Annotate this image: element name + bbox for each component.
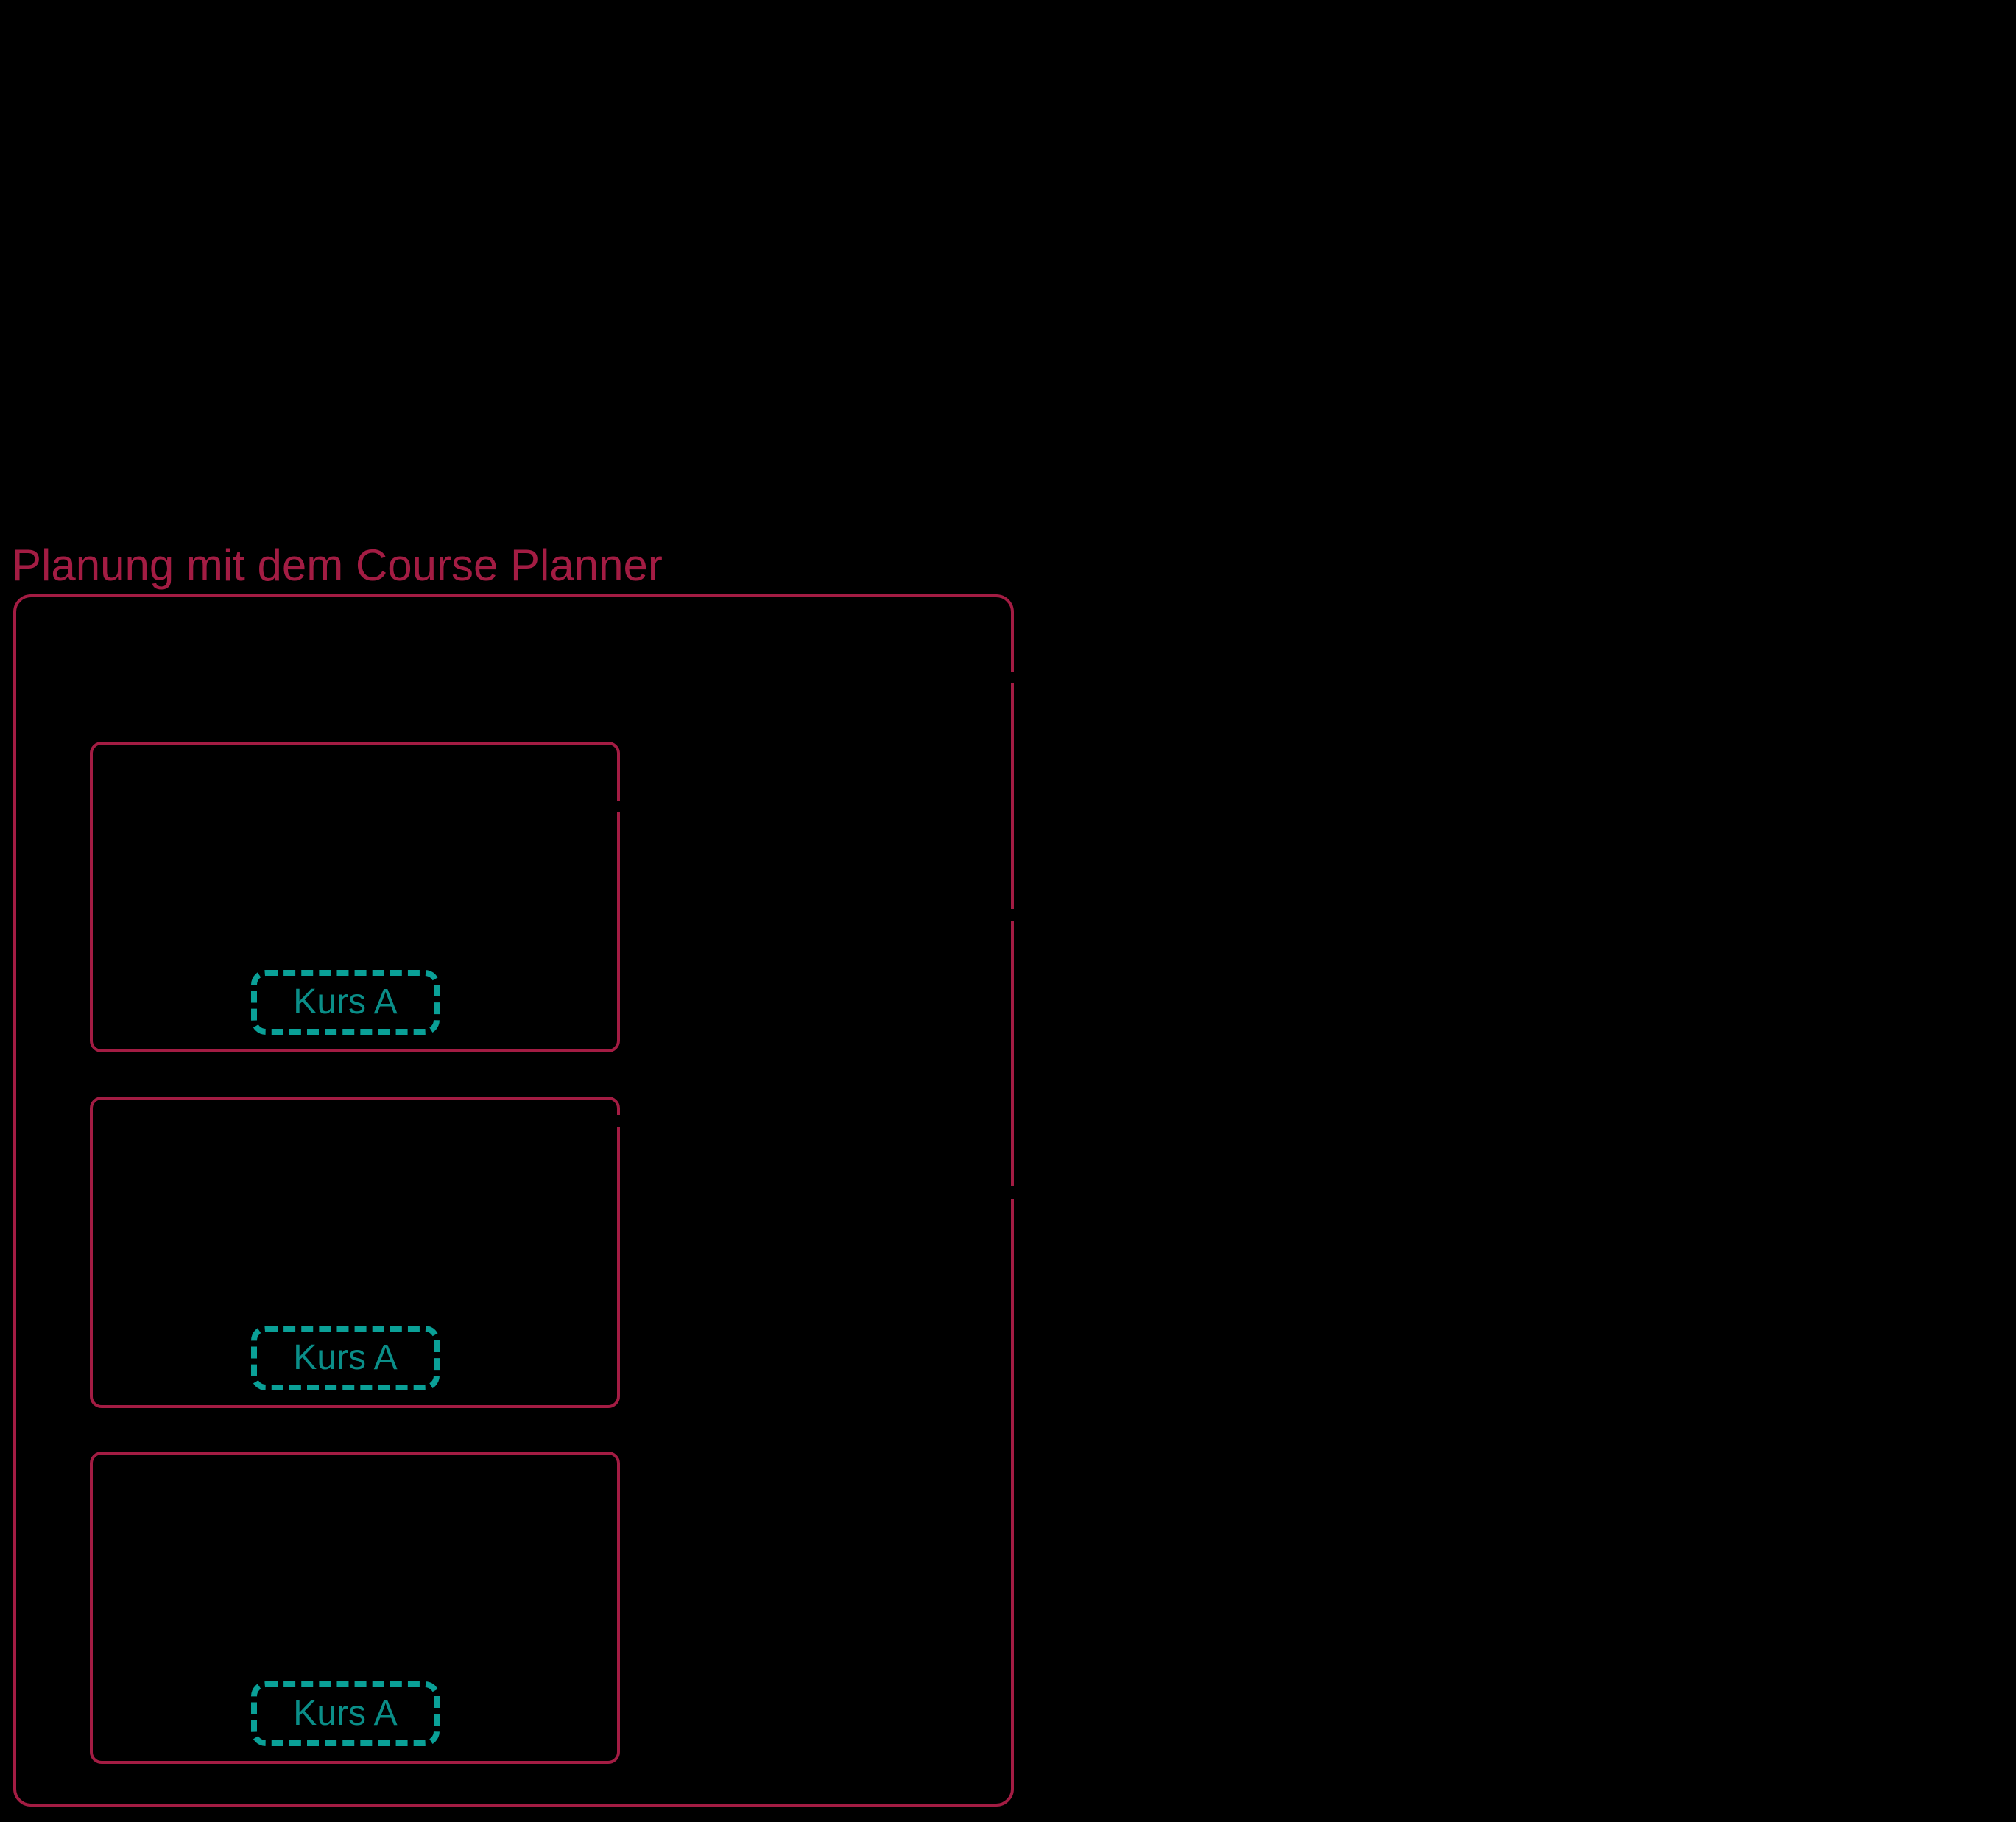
border-gap	[1007, 672, 1018, 683]
course-placeholder-3: Kurs A	[251, 1681, 440, 1746]
border-gap	[614, 801, 624, 812]
page-title: Planung mit dem Course Planner	[12, 541, 663, 590]
semester-3-box	[90, 1452, 620, 1764]
course-planner-box	[13, 594, 1014, 1807]
border-gap	[614, 1115, 624, 1127]
course-placeholder-2: Kurs A	[251, 1326, 440, 1390]
border-gap	[1007, 1186, 1018, 1199]
course-placeholder-label: Kurs A	[293, 1338, 398, 1377]
course-placeholder-1: Kurs A	[251, 970, 440, 1035]
semester-2-box	[90, 1097, 620, 1408]
course-placeholder-label: Kurs A	[293, 982, 398, 1021]
course-placeholder-label: Kurs A	[293, 1694, 398, 1733]
semester-1-box	[90, 742, 620, 1052]
border-gap	[1007, 909, 1018, 921]
